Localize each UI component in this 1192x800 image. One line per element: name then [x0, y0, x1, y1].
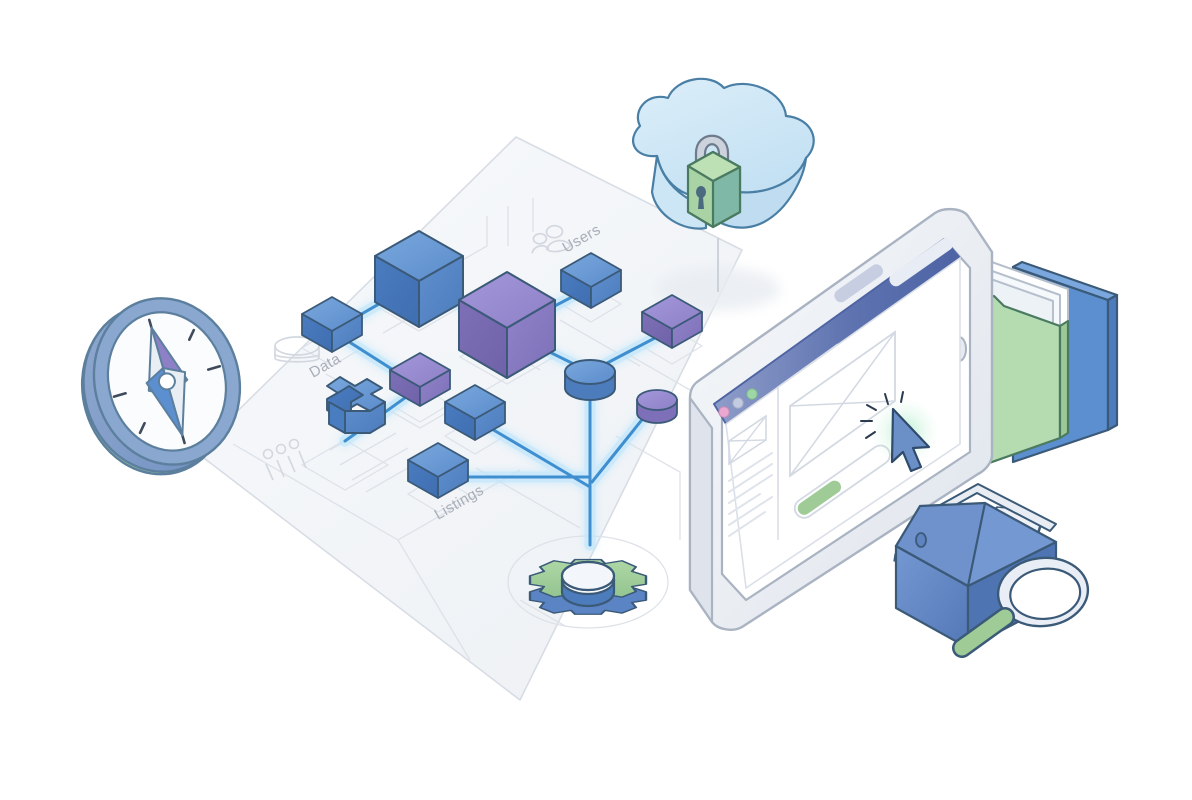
- sidebar-text-lines: [728, 452, 773, 537]
- hero-slash-2: [789, 400, 896, 407]
- folder-back-blue-side: [1106, 293, 1119, 432]
- plate-icon-list: [262, 438, 307, 481]
- browser-content: [789, 237, 953, 519]
- tablet-device[interactable]: [688, 208, 994, 631]
- magnifying-glass-icon[interactable]: [952, 553, 1091, 658]
- plate-icon-database: [274, 336, 320, 363]
- node-cylinder-purple[interactable]: [636, 389, 678, 424]
- browser-sidebar: [728, 414, 773, 537]
- content-subheading-bar: [889, 237, 953, 287]
- click-burst-lines: [860, 391, 904, 439]
- lock-keyhole: [696, 186, 706, 209]
- lock-icon: [686, 134, 742, 229]
- cursor-arrow: [890, 407, 931, 473]
- toolbox-peak-left: [894, 501, 987, 588]
- progress-fill: [797, 480, 842, 515]
- plate-icon-users: [531, 224, 572, 254]
- tablet-edge: [688, 396, 714, 624]
- cloud-lock-icon[interactable]: [632, 77, 815, 230]
- magnifier-handle: [954, 609, 1013, 656]
- toolbox-handle-hole: [915, 532, 927, 548]
- node-puzzle-piece[interactable]: [326, 376, 386, 434]
- node-cylinder-hub-blue[interactable]: [564, 359, 616, 401]
- compass-icon[interactable]: [61, 281, 261, 492]
- traffic-light-maximize[interactable]: [746, 388, 758, 400]
- traffic-light-close[interactable]: [718, 406, 730, 418]
- browser-viewport: [725, 256, 961, 590]
- folder-front-green-side: [1058, 319, 1070, 440]
- content-heading-bar: [834, 264, 883, 303]
- mouse-cursor-icon[interactable]: [860, 391, 939, 473]
- placeholder-slash-2: [728, 439, 767, 442]
- traffic-light-minimize[interactable]: [732, 397, 744, 409]
- magnifier-lens: [1009, 567, 1082, 621]
- lock-body-top: [686, 150, 742, 183]
- settings-gear-icon[interactable]: [528, 558, 648, 615]
- browser-window[interactable]: [713, 236, 961, 590]
